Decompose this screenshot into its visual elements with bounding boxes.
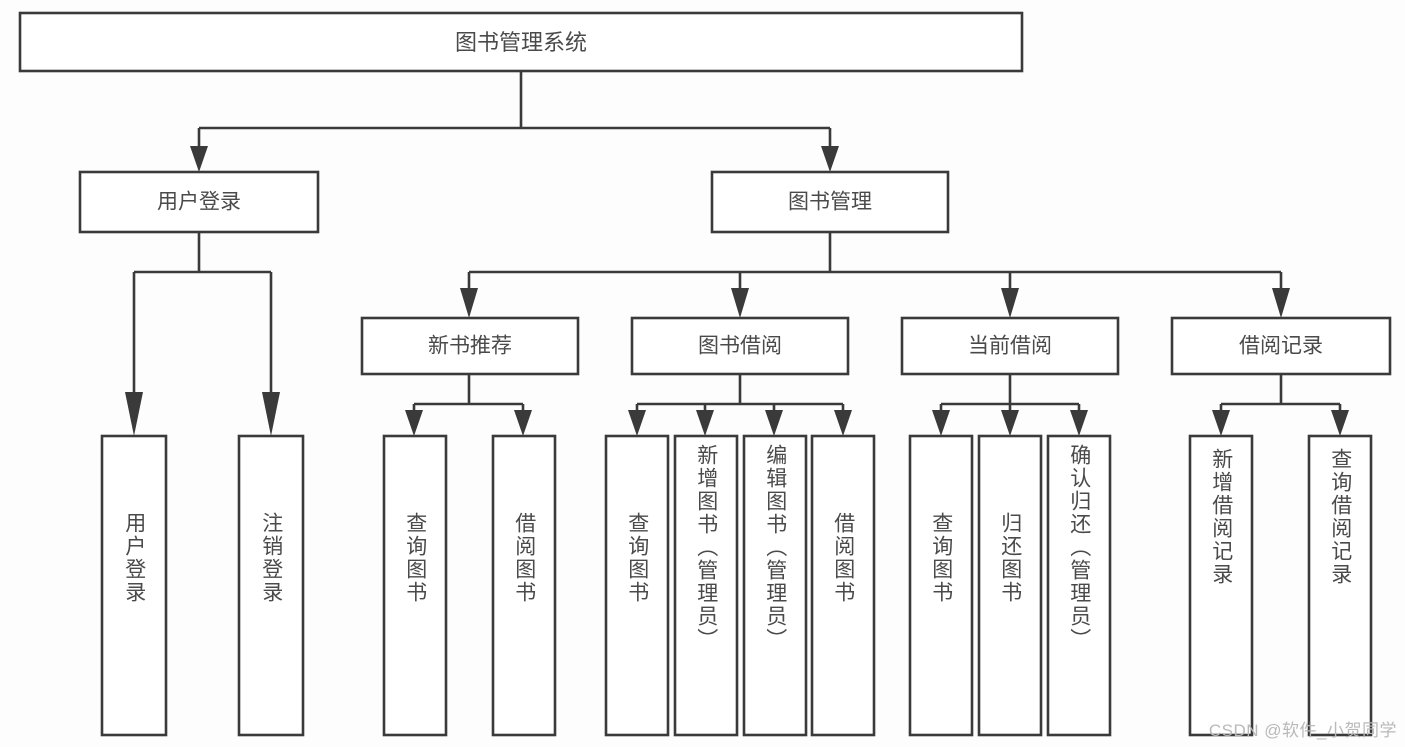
connector-group-bookmgmt xyxy=(460,233,1290,318)
node-current-borrow-label: 当前借阅 xyxy=(968,335,1052,358)
node-book-management-box[interactable] xyxy=(710,170,950,234)
leaf-user-login-1-box[interactable] xyxy=(100,434,168,737)
arrow-head-leaf-bookborrow-1 xyxy=(628,410,646,436)
connector-group-bookborrow xyxy=(628,374,852,436)
arrow-head-currentborrow xyxy=(1001,288,1019,318)
node-user-login-box[interactable] xyxy=(78,170,320,234)
node-borrow-record-box[interactable] xyxy=(1170,316,1392,376)
csdn-watermark: CSDN @软件_小贺同学 xyxy=(1208,721,1397,740)
leaf-bookborrow-4-box[interactable] xyxy=(810,434,876,737)
leaf-newbook-2-box[interactable] xyxy=(491,434,557,737)
leaf-currentborrow-2-box[interactable] xyxy=(977,434,1043,737)
arrow-head-leaf-newbook-1 xyxy=(405,410,423,436)
arrow-head-leaf-borrowrecord-1 xyxy=(1212,410,1230,436)
arrow-head-borrowrecord xyxy=(1272,288,1290,318)
arrow-head-leaf-bookborrow-3 xyxy=(765,410,783,436)
connector-group-root xyxy=(190,72,839,172)
arrow-head-bookborrow xyxy=(731,288,749,318)
arrow-head-leaf-currentborrow-1 xyxy=(932,410,950,436)
node-new-book-recommend-box[interactable] xyxy=(360,316,580,376)
node-root-label: 图书管理系统 xyxy=(455,30,587,55)
leaf-borrowrecord-1-box[interactable] xyxy=(1188,434,1254,737)
connector-group-currentborrow xyxy=(932,374,1088,436)
arrow-head-leaf-currentborrow-2 xyxy=(1001,410,1019,436)
arrow-head-leaf-borrowrecord-2 xyxy=(1331,410,1349,436)
node-book-borrow-box[interactable] xyxy=(630,316,850,376)
leaf-bookborrow-3-box[interactable] xyxy=(742,434,808,737)
node-root-box[interactable] xyxy=(18,11,1024,73)
arrow-head-leaf-user-login-2 xyxy=(262,392,280,436)
connector-group-borrowrecord xyxy=(1212,374,1349,436)
leaf-borrowrecord-2-box[interactable] xyxy=(1307,434,1373,737)
connector-group-newbook xyxy=(405,374,532,436)
node-borrow-record-label: 借阅记录 xyxy=(1239,335,1323,358)
arrow-head-leaf-bookborrow-4 xyxy=(834,410,852,436)
leaf-user-login-2-box[interactable] xyxy=(237,434,305,737)
node-new-book-recommend-label: 新书推荐 xyxy=(428,335,512,358)
leaf-newbook-1-box[interactable] xyxy=(382,434,448,737)
arrow-head-leaf-bookborrow-2 xyxy=(696,410,714,436)
node-current-borrow-box[interactable] xyxy=(900,316,1120,376)
leaf-currentborrow-3-box[interactable] xyxy=(1046,434,1112,737)
connector-group-userlogin xyxy=(125,233,280,436)
arrow-head-leaf-currentborrow-3 xyxy=(1070,410,1088,436)
arrow-head-leaf-newbook-2 xyxy=(514,410,532,436)
arrow-head-userlogin xyxy=(190,146,208,172)
node-book-borrow-label: 图书借阅 xyxy=(698,335,782,358)
node-book-management-label: 图书管理 xyxy=(788,191,872,214)
leaf-bookborrow-1-box[interactable] xyxy=(604,434,670,737)
arrow-head-leaf-user-login-1 xyxy=(125,392,143,436)
node-user-login-label: 用户登录 xyxy=(157,191,241,214)
arrow-head-bookmgmt xyxy=(821,146,839,172)
leaf-currentborrow-1-box[interactable] xyxy=(908,434,974,737)
leaf-bookborrow-2-box[interactable] xyxy=(673,434,739,737)
arrow-head-newbook xyxy=(460,288,478,318)
